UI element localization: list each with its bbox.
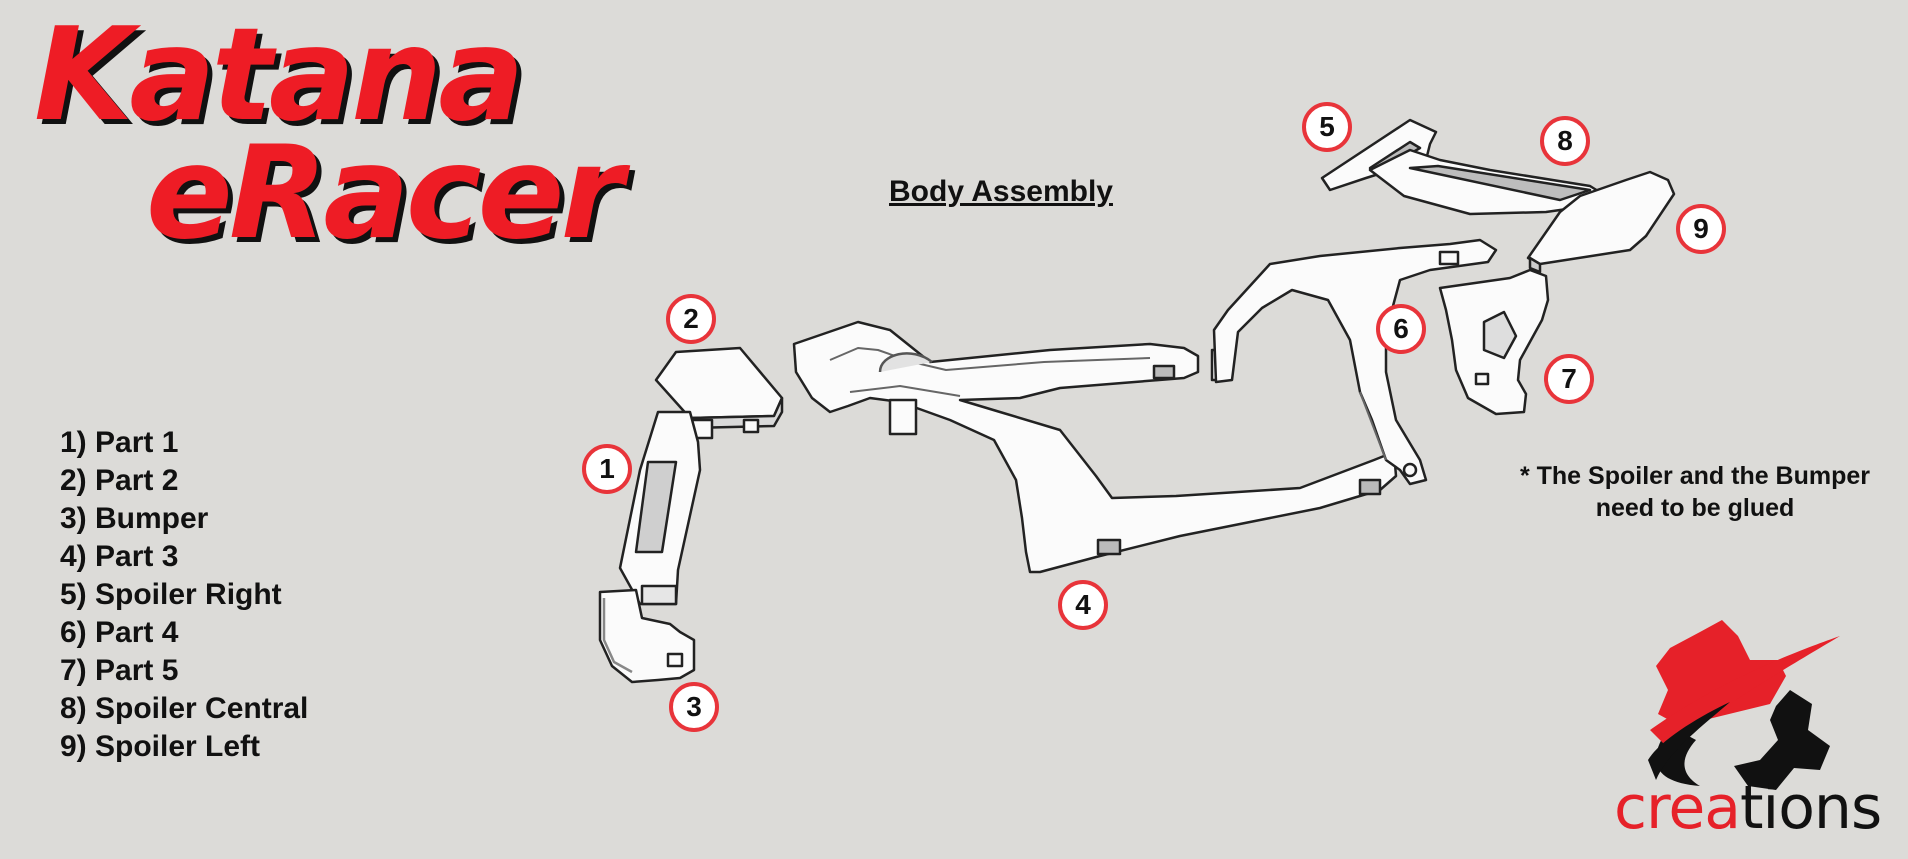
parts-legend: 1) Part 1 2) Part 2 3) Bumper 4) Part 3 … bbox=[60, 424, 308, 766]
part-3-shape bbox=[792, 320, 1398, 574]
callout-1: 1 bbox=[582, 444, 632, 494]
part-5-shape bbox=[1438, 268, 1550, 416]
legend-item-5: 5) Spoiler Right bbox=[60, 578, 282, 611]
logo-text-red: crea bbox=[1614, 773, 1741, 843]
glue-note-line-2: need to be glued bbox=[1595, 494, 1795, 522]
gear-icon bbox=[1648, 620, 1840, 790]
part-1-shape bbox=[618, 410, 702, 606]
part-4-shape bbox=[1212, 238, 1498, 486]
part-2-shape bbox=[654, 346, 784, 440]
legend-item-7: 7) Part 5 bbox=[60, 654, 179, 687]
legend-item-9: 9) Spoiler Left bbox=[60, 730, 261, 763]
callout-5: 5 bbox=[1302, 102, 1352, 152]
callout-3: 3 bbox=[669, 682, 719, 732]
legend-item-8: 8) Spoiler Central bbox=[60, 692, 309, 725]
logo-text-black: tions bbox=[1740, 773, 1882, 843]
callout-7: 7 bbox=[1544, 354, 1594, 404]
diagram-heading: Body Assembly bbox=[889, 175, 1113, 208]
legend-item-1: 1) Part 1 bbox=[60, 426, 179, 459]
legend-item-4: 4) Part 3 bbox=[60, 540, 179, 573]
legend-item-3: 3) Bumper bbox=[60, 502, 209, 535]
callout-2: 2 bbox=[666, 294, 716, 344]
callout-8: 8 bbox=[1540, 116, 1590, 166]
spoiler-left-shape bbox=[1526, 170, 1676, 274]
legend-item-6: 6) Part 4 bbox=[60, 616, 179, 649]
glue-note-line-1: * The Spoiler and the Bumper bbox=[1519, 462, 1871, 490]
creations-logo-text: creations bbox=[1614, 778, 1882, 838]
callout-4: 4 bbox=[1058, 580, 1108, 630]
callout-9: 9 bbox=[1676, 204, 1726, 254]
title-katana: Katana bbox=[34, 1, 525, 150]
glue-note: * The Spoiler and the Bumper need to be … bbox=[1500, 460, 1890, 524]
title-eracer: eRacer bbox=[146, 119, 624, 268]
callout-6: 6 bbox=[1376, 304, 1426, 354]
legend-item-2: 2) Part 2 bbox=[60, 464, 179, 497]
bumper-shape bbox=[598, 588, 696, 684]
